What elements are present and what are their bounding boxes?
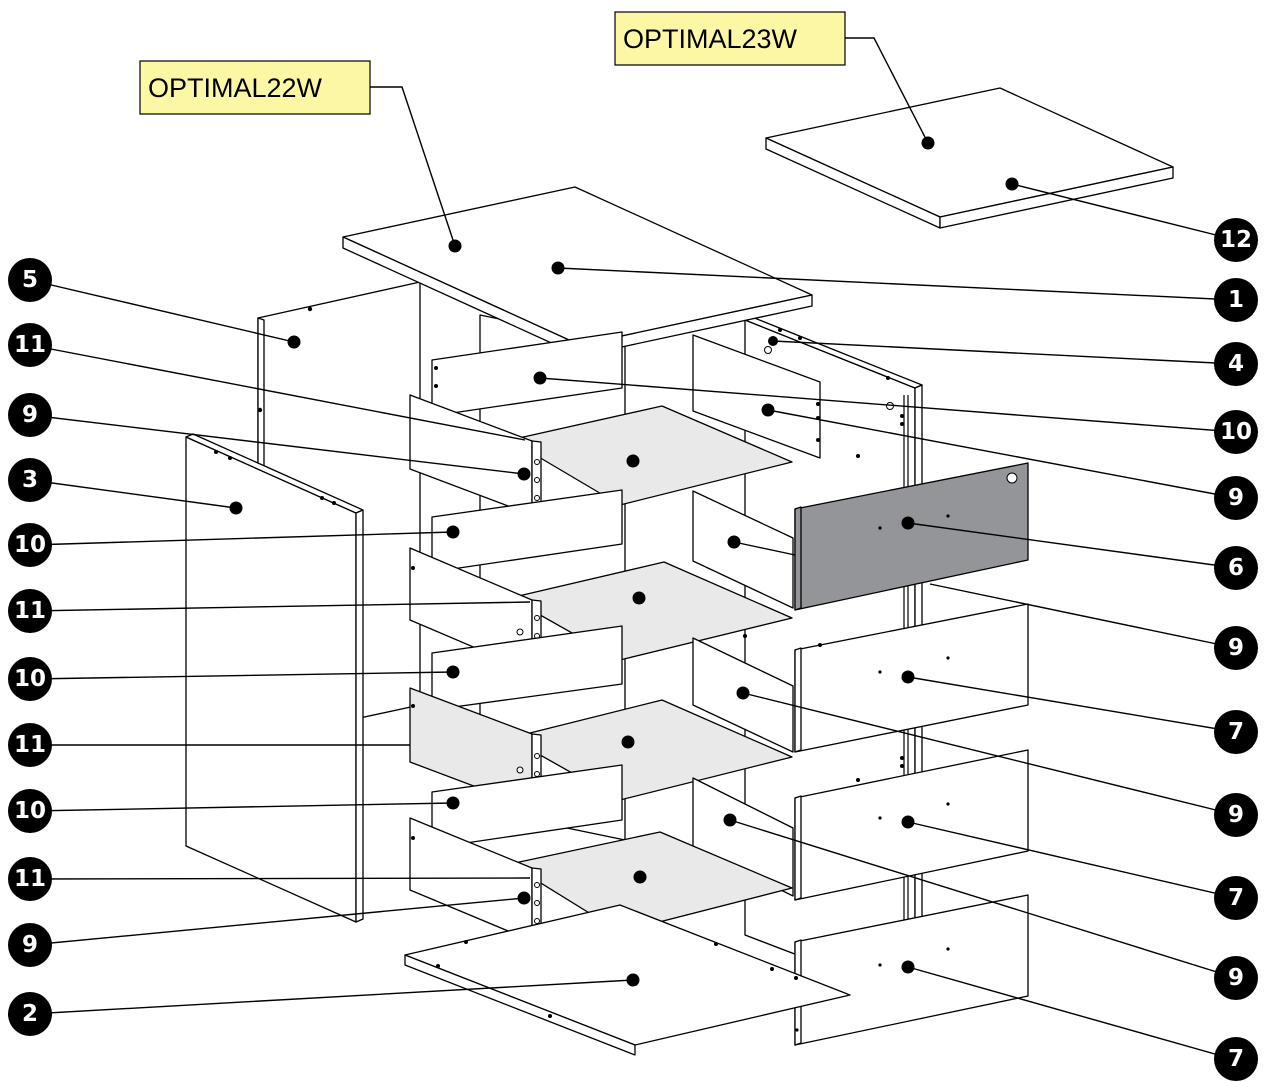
svg-text:11: 11 [14, 866, 46, 892]
svg-text:11: 11 [14, 332, 46, 358]
callout-4: 4 [1214, 342, 1258, 386]
callout-9-right-2: 9 [1214, 626, 1258, 670]
svg-text:7: 7 [1228, 1046, 1244, 1072]
callout-11-1: 11 [8, 323, 52, 367]
left-side-panel [185, 433, 364, 923]
code-text-optimal23w: OPTIMAL23W [623, 24, 798, 54]
code-label-optimal22w: OPTIMAL22W [139, 60, 371, 115]
leader-dots [229, 136, 1019, 987]
svg-text:3: 3 [22, 467, 38, 493]
callout-7-2: 7 [1214, 876, 1258, 920]
svg-text:10: 10 [14, 666, 46, 692]
svg-text:1: 1 [1228, 287, 1244, 313]
svg-text:4: 4 [1228, 351, 1244, 377]
top-panel [342, 186, 813, 357]
callout-11-3: 11 [8, 723, 52, 767]
callout-7-1: 7 [1214, 710, 1258, 754]
callout-2: 2 [8, 992, 52, 1036]
svg-text:10: 10 [1220, 419, 1252, 445]
drawer-1 [409, 331, 1029, 611]
callout-10-2: 10 [8, 657, 52, 701]
callout-10-3: 10 [8, 789, 52, 833]
svg-text:5: 5 [22, 267, 38, 293]
svg-text:9: 9 [1228, 802, 1244, 828]
svg-text:2: 2 [22, 1001, 38, 1027]
svg-text:6: 6 [1228, 555, 1244, 581]
leader-lines [29, 37, 1237, 1061]
callout-9-right-1: 9 [1214, 476, 1258, 520]
svg-text:10: 10 [14, 798, 46, 824]
callout-5: 5 [8, 258, 52, 302]
svg-text:7: 7 [1228, 885, 1244, 911]
svg-text:10: 10 [14, 532, 46, 558]
svg-text:12: 12 [1220, 227, 1252, 253]
callout-9-left-1: 9 [8, 393, 52, 437]
callout-10-right: 10 [1214, 410, 1258, 454]
svg-text:11: 11 [14, 598, 46, 624]
svg-text:9: 9 [1228, 635, 1244, 661]
code-label-optimal23w: OPTIMAL23W [614, 11, 846, 66]
callout-3: 3 [8, 458, 52, 502]
callout-7-3: 7 [1214, 1037, 1258, 1081]
callout-10-1: 10 [8, 523, 52, 567]
svg-text:11: 11 [14, 732, 46, 758]
bottom-panel [404, 904, 851, 1056]
callout-12: 12 [1214, 218, 1258, 262]
svg-text:7: 7 [1228, 719, 1244, 745]
svg-text:9: 9 [1228, 485, 1244, 511]
extra-top-panel [765, 87, 1174, 229]
callout-9-left-2: 9 [8, 923, 52, 967]
svg-text:9: 9 [22, 932, 38, 958]
svg-text:9: 9 [22, 402, 38, 428]
callout-6: 6 [1214, 546, 1258, 590]
callout-9-right-4: 9 [1214, 956, 1258, 1000]
callout-9-right-3: 9 [1214, 793, 1258, 837]
callout-11-2: 11 [8, 589, 52, 633]
callout-11-4: 11 [8, 857, 52, 901]
callout-1: 1 [1214, 278, 1258, 322]
svg-text:9: 9 [1228, 965, 1244, 991]
code-text-optimal22w: OPTIMAL22W [148, 73, 323, 103]
